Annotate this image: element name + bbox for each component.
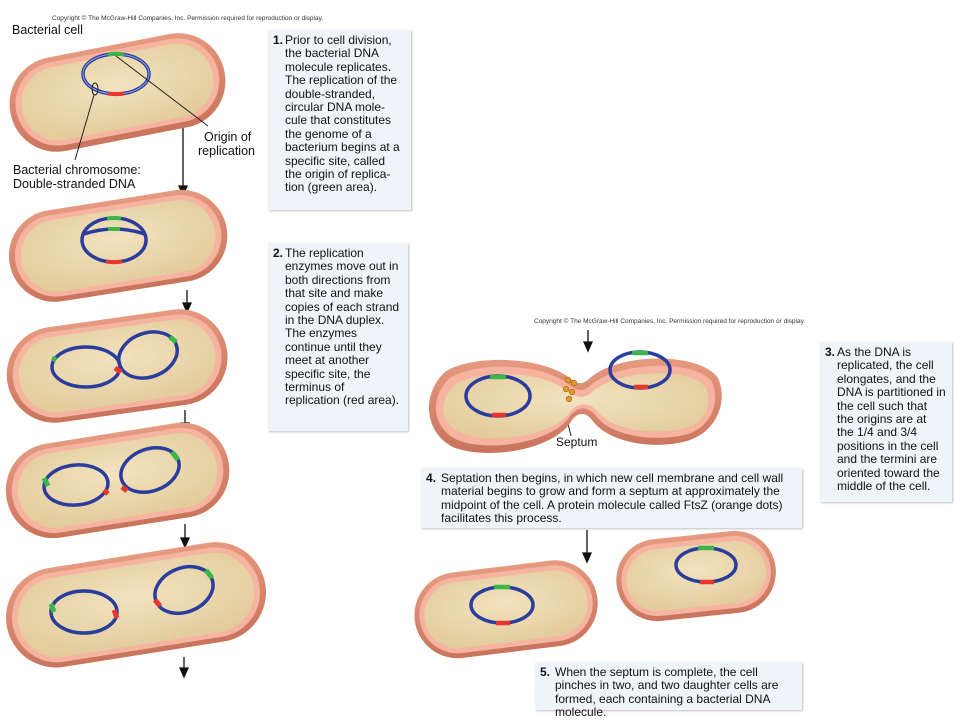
dna-replicating-2: [80, 215, 148, 265]
label-chromosome-line2: Double-stranded DNA: [13, 177, 136, 191]
label-chromosome-line1: Bacterial chromosome:: [13, 163, 141, 177]
process-arrows-left: [177, 128, 193, 679]
daughter-cell-right: [616, 530, 776, 622]
step-4-box: 4. Septation then begins, in which new c…: [421, 468, 802, 528]
bacterial-cell-2: [8, 189, 228, 302]
label-bacterial-chromosome: Bacterial chromosome: Double-stranded DN…: [13, 163, 141, 191]
dna-daughter-left: [469, 584, 535, 626]
bacterial-cell-3: [6, 309, 228, 423]
step-4-text: Septation then begins, in which new cell…: [441, 471, 784, 526]
dna-separating-4: [41, 446, 181, 507]
step-1-text: Prior to cell division, the bacterial DN…: [285, 33, 400, 195]
step-5-number: 5.: [540, 665, 551, 679]
daughter-cell-left: [414, 560, 598, 659]
ftsz-dots: [562, 376, 578, 403]
step-2-number: 2.: [273, 246, 284, 260]
step-1-box: 1. Prior to cell division, the bacterial…: [268, 30, 411, 210]
bacterial-cell-5: [5, 542, 266, 668]
dna-separated-5: [48, 564, 215, 635]
process-arrows-right: [581, 330, 594, 564]
dna-daughter-right: [674, 545, 738, 585]
dna-replicating-3: [50, 330, 179, 389]
copyright-notice-left: Copyright © The McGraw-Hill Companies, I…: [52, 15, 324, 22]
step-5-box: 5. When the septum is complete, the cell…: [535, 662, 802, 719]
step-3-box: 3. As the DNA is replicated, the cell el…: [820, 342, 952, 502]
bacterial-cell-4: [5, 422, 230, 539]
step-4-number: 4.: [426, 471, 437, 485]
step-1-number: 1.: [273, 33, 284, 47]
label-origin-line1: Origin of: [204, 130, 252, 144]
step-3-text: As the DNA is replicated, the cell elong…: [837, 345, 946, 494]
step-2-text: The replication enzymes move out in both…: [285, 246, 400, 408]
step-5-text: When the septum is complete, the cell pi…: [555, 665, 779, 720]
dna-circle-1: [81, 51, 151, 97]
label-septum: Septum: [556, 435, 598, 449]
label-origin-of-replication: Origin of replication: [198, 130, 255, 158]
step-3-number: 3.: [825, 345, 836, 359]
label-bacterial-cell: Bacterial cell: [12, 23, 83, 37]
septating-cell: [428, 350, 722, 453]
label-origin-line2: replication: [198, 144, 255, 158]
copyright-notice-right: Copyright © The McGraw-Hill Companies, I…: [534, 318, 806, 325]
step-2-box: 2. The replication enzymes move out in b…: [268, 243, 408, 431]
